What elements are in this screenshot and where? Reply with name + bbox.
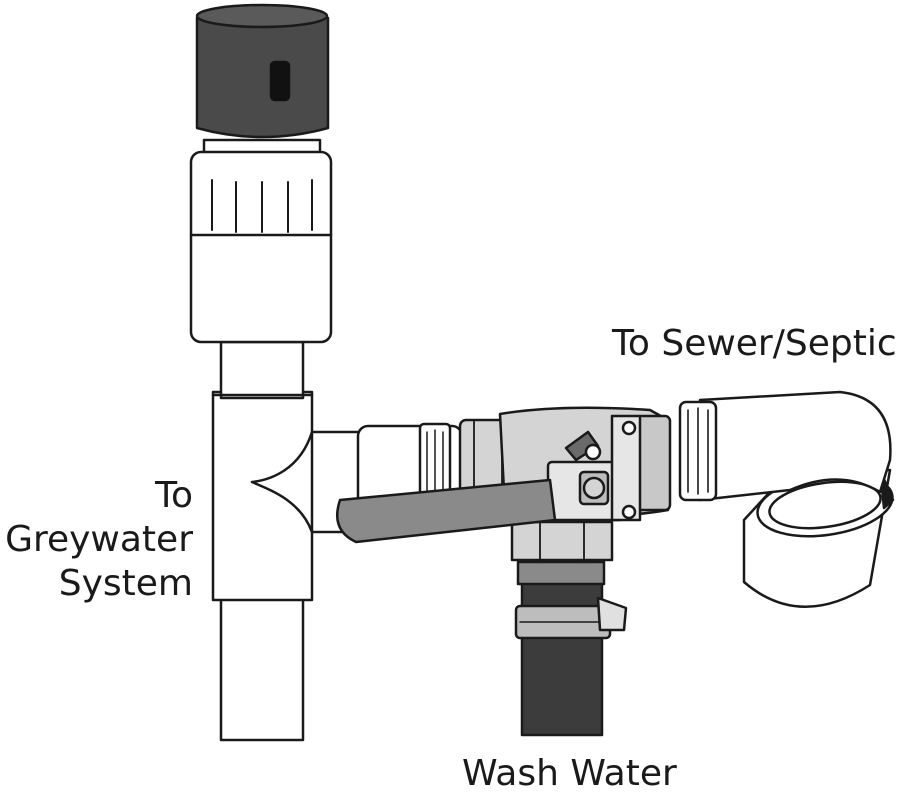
elbow-fitting-icon: [698, 390, 895, 608]
hose-clamp-icon: [514, 596, 628, 640]
tee-fitting-icon: [211, 390, 314, 602]
wash-water-hose: [516, 560, 606, 737]
ball-valve-icon: [356, 406, 672, 562]
union-coupling: [189, 138, 333, 344]
vent-cap-icon: [195, 3, 330, 139]
right-slip-nut: [678, 400, 718, 502]
label-wash-water: Wash Water: [462, 753, 677, 794]
upper-vertical-pipe: [211, 340, 314, 400]
greywater-line-3: System: [58, 563, 193, 604]
valve-handle: [336, 478, 557, 544]
greywater-line-1: To: [155, 475, 193, 516]
greywater-line-2: Greywater: [5, 519, 193, 560]
label-to-greywater-system: To Greywater System: [5, 474, 193, 606]
label-to-sewer-septic: To Sewer/Septic: [612, 323, 897, 364]
lower-vertical-pipe: [219, 596, 305, 742]
